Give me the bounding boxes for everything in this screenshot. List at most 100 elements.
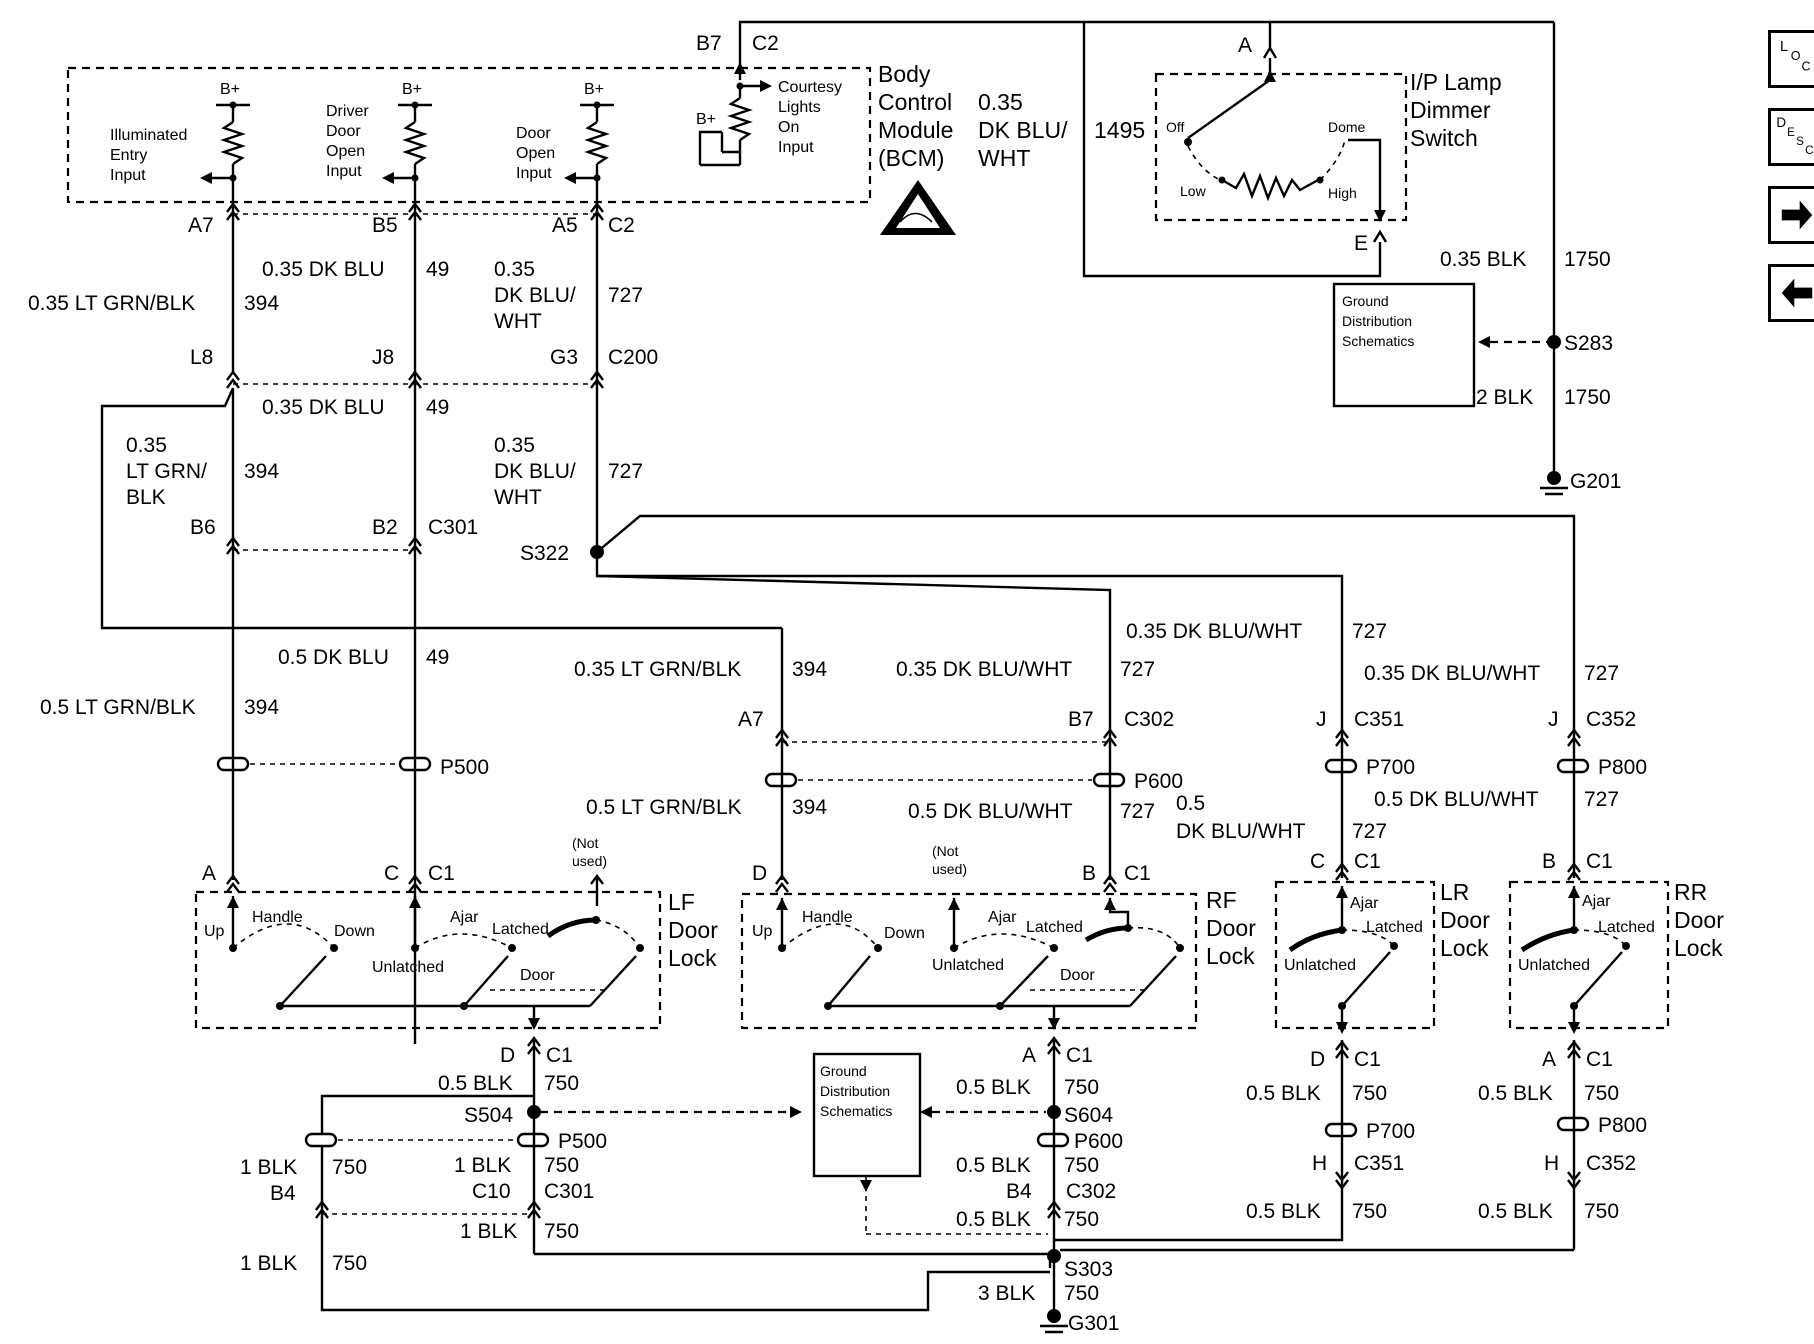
input-label-line2: Lights <box>778 99 821 116</box>
pin-label: B6 <box>190 516 216 539</box>
wire-gauge: 0.35 DK BLU/WHT <box>1126 620 1302 643</box>
wire-gauge: 0.5 DK BLU/WHT <box>1374 788 1539 811</box>
forward-button[interactable] <box>1768 186 1814 244</box>
wire-gauge: 0.5 BLK <box>956 1076 1031 1099</box>
loc-letter-1: L <box>1780 39 1788 55</box>
wire-gauge: 1 BLK <box>460 1220 517 1243</box>
input-label-line2: Entry <box>110 147 147 164</box>
ref-line3: Schematics <box>1342 333 1414 349</box>
connector-p600-bottom: P600 <box>1036 1130 1123 1153</box>
circuit-number: 727 <box>608 284 643 307</box>
connector-label: C1 <box>1586 850 1613 873</box>
circuit-number: 727 <box>1584 788 1619 811</box>
wire-gauge-line3: WHT <box>494 486 542 509</box>
ref-line1: Ground <box>820 1063 867 1079</box>
pin-label: C10 <box>472 1180 511 1203</box>
not-used-line2: used) <box>932 861 967 877</box>
connector-label: C351 <box>1354 708 1404 731</box>
bcm-input-courtesy-lights: B+ Courtesy Lights On Input <box>696 38 842 167</box>
latched-label: Latched <box>492 921 549 938</box>
latched-label: Latched <box>1026 919 1083 936</box>
up-label: Up <box>204 923 225 940</box>
not-used-line1: (Not <box>932 843 959 859</box>
bcm-input-driver-door-open: B+ Driver Door Open Input <box>326 81 432 202</box>
connector-label: P500 <box>440 756 489 779</box>
lr-title-line1: LR <box>1440 879 1469 905</box>
loc-button[interactable]: L O C <box>1768 30 1814 88</box>
door-label: Door <box>1060 967 1095 984</box>
wire-gauge: 1 BLK <box>454 1154 511 1177</box>
circuit-number: 750 <box>1064 1282 1099 1305</box>
pin-label: J <box>1548 708 1559 731</box>
pin-label: B4 <box>1006 1180 1032 1203</box>
desc-letter-2: E <box>1787 126 1795 139</box>
rf-door-lock: D B C1 (Not used) Up Handle Down Ajar La… <box>740 843 1256 1030</box>
pin-label: B <box>1082 862 1096 885</box>
wire-gauge-line2: DK BLU/ <box>494 460 576 483</box>
connector-label: P600 <box>1134 770 1183 793</box>
circuit-number: 727 <box>1352 620 1387 643</box>
esd-warning-icon <box>880 180 956 235</box>
connector-label: C1 <box>1124 862 1151 885</box>
ref-line2: Distribution <box>820 1083 890 1099</box>
dimmer-title-line2: Dimmer <box>1410 97 1491 123</box>
rr-title-line3: Lock <box>1674 935 1723 961</box>
input-label-line1: Driver <box>326 103 369 120</box>
wire-gauge: 3 BLK <box>978 1282 1035 1305</box>
wire-gauge-line1: 0.5 <box>1176 792 1205 815</box>
desc-button[interactable]: D E S C <box>1768 108 1814 166</box>
pin-label: J8 <box>372 346 394 369</box>
connector-p700-bottom: P700 <box>1324 1120 1415 1143</box>
connector-label: C352 <box>1586 708 1636 731</box>
pin-label: C2 <box>608 214 635 237</box>
loc-letter-2: O <box>1791 49 1801 63</box>
pin-label: C <box>384 862 399 885</box>
not-used-line2: used) <box>572 853 607 869</box>
circuit-number: 750 <box>1064 1208 1099 1231</box>
connector-label: P500 <box>558 1130 607 1153</box>
pin-label: B7 <box>696 32 722 55</box>
connector-label: C351 <box>1354 1152 1404 1175</box>
pin-label: B7 <box>1068 708 1094 731</box>
back-button[interactable] <box>1768 264 1814 322</box>
rf-title-line1: RF <box>1206 887 1237 913</box>
desc-letter-3: S <box>1796 135 1804 148</box>
ref-box[interactable] <box>812 1052 922 1178</box>
circuit-number: 750 <box>544 1154 579 1177</box>
supply-label: B+ <box>584 81 604 98</box>
wire-gauge-line1: 0.35 <box>126 434 167 457</box>
connector-label: C1 <box>1586 1048 1613 1071</box>
input-label-line1: Courtesy <box>778 79 842 96</box>
dimmer-low: Low <box>1180 183 1207 199</box>
splice-s504 <box>527 1105 541 1119</box>
wire-394-loop <box>100 387 235 630</box>
circuit-number: 727 <box>1120 658 1155 681</box>
ground-distribution-ref-top[interactable]: Ground Distribution Schematics <box>1332 282 1476 408</box>
pin-label: H <box>1544 1152 1559 1175</box>
ajar-label: Ajar <box>1582 893 1611 910</box>
wire-gauge: 0.35 DK BLU <box>262 258 385 281</box>
wire-gauge-line1: 0.35 <box>978 89 1023 115</box>
circuit-number: 750 <box>332 1252 367 1275</box>
wire-gauge: 0.35 LT GRN/BLK <box>574 658 741 681</box>
connector-label: P800 <box>1598 1114 1647 1137</box>
wire-gauge: 0.5 BLK <box>1246 1082 1321 1105</box>
lr-door-lock: C C1 Ajar Latched Unlatched LR Door Lock <box>1274 850 1490 1034</box>
splice-label: S283 <box>1564 332 1613 355</box>
dimmer-dome: Dome <box>1328 119 1366 135</box>
circuit-number: 49 <box>426 396 449 419</box>
bcm-outline <box>66 66 872 204</box>
circuit-number: 49 <box>426 258 449 281</box>
pin-label: D <box>752 862 767 885</box>
wire-gauge: 2 BLK <box>1476 386 1533 409</box>
connector-p500: P500 <box>216 756 489 779</box>
ref-line2: Distribution <box>1342 313 1412 329</box>
ajar-label: Ajar <box>1350 895 1379 912</box>
circuit-number: 750 <box>1352 1200 1387 1223</box>
down-label: Down <box>884 925 925 942</box>
ground-distribution-ref-bottom[interactable]: Ground Distribution Schematics <box>812 1052 922 1178</box>
latched-label: Latched <box>1598 919 1655 936</box>
wire-1495-top <box>738 20 1272 48</box>
connector-label: C1 <box>546 1044 573 1067</box>
ref-box[interactable] <box>1332 282 1476 408</box>
